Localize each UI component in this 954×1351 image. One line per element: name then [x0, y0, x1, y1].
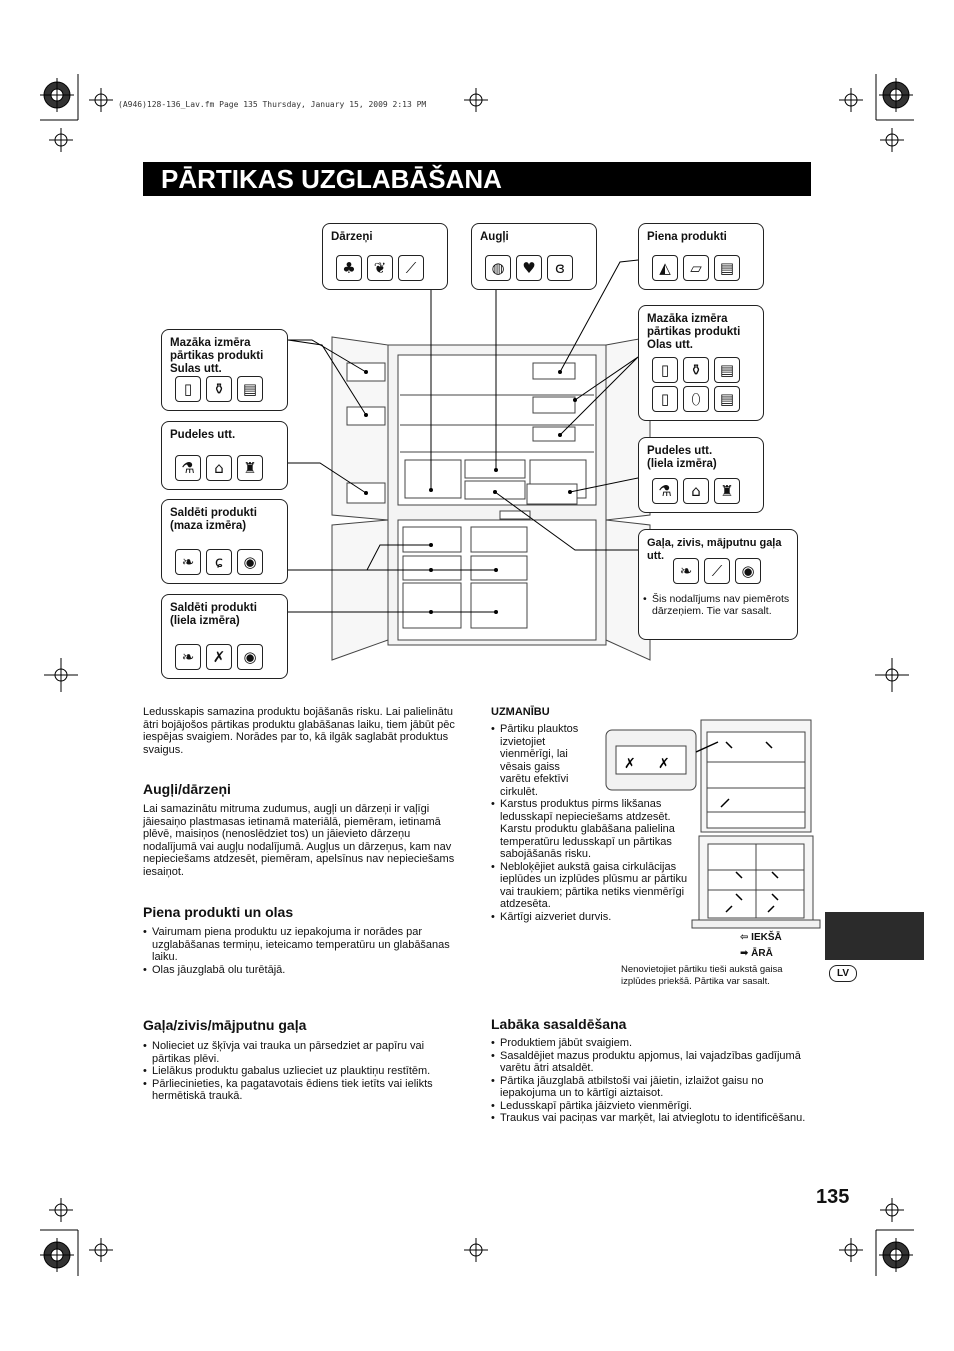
arrow-solid-icon: ➡ [740, 948, 749, 959]
chicken-icon: ❧ [175, 644, 201, 670]
box-pudeles-left: Pudeles utt. ⚗⌂♜ [161, 421, 288, 490]
chicken-icon: ❧ [175, 549, 201, 575]
labaka-list: Produktiem jābūt svaigiem. Sasaldējiet m… [491, 1037, 811, 1125]
arrow-outline-icon: ⇦ [740, 932, 749, 943]
language-badge: LV [829, 965, 857, 982]
carton-icon: ⌂ [683, 478, 709, 504]
list-item: Karstus produktus pirms likšanas ledussk… [491, 798, 696, 861]
bottle-icon: ⚗ [652, 478, 678, 504]
list-item: Olas jāuzglabā olu turētājā. [143, 964, 463, 977]
strawberry-icon: ♥ [516, 255, 542, 281]
box-pudeles-right: Pudeles utt. (liela izmēra) ⚗⌂♜ [638, 437, 764, 513]
legend-in: ⇦ IEKŠĀ [740, 930, 782, 946]
box-gala: Gaļa, zivis, mājputnu gaļa utt. ❧⟋◉ Šis … [638, 529, 798, 640]
box-saldeti-liela-label: Saldēti produkti (liela izmēra) [170, 602, 257, 627]
fish-icon: ◉ [237, 644, 263, 670]
orange-icon: ◍ [485, 255, 511, 281]
box-augli-label: Augļi [480, 231, 509, 243]
list-item: Kārtīgi aizveriet durvis. [491, 911, 696, 924]
fridge-diagram [287, 259, 651, 661]
uzmanibu-list: Pārtiku plauktos izvietojiet vienmērīgi,… [491, 723, 696, 923]
box-augli: Augļi ◍♥ɞ [471, 223, 597, 290]
box-saldeti-liela: Saldēti produkti (liela izmēra) ❧✗◉ [161, 594, 288, 679]
labaka-heading: Labāka sasaldēšana [491, 1016, 627, 1032]
box-maza-left: Mazāka izmēra pārtikas produkti Sulas ut… [161, 329, 288, 411]
box-darzeni: Dārzeņi ♣❦⟋ [322, 223, 448, 290]
bottle-icon: ⚗ [175, 455, 201, 481]
legend-out: ➡ ĀRĀ [740, 946, 782, 962]
list-item: Sasaldējiet mazus produktu apjomus, lai … [491, 1050, 811, 1075]
box-maza-right-label: Mazāka izmēra pārtikas produkti Olas utt… [647, 313, 741, 351]
airflow-caption: Nenovietojiet pārtiku tieši aukstā gaisa… [621, 964, 783, 987]
list-item: Nolieciet uz šķīvja vai trauka un pārsed… [143, 1040, 463, 1065]
box-saldeti-maza: Saldēti produkti (maza izmēra) ❧ɕ◉ [161, 499, 288, 584]
list-item: Pārtika jāuzglabā atbilstoši vai jāietin… [491, 1075, 811, 1100]
box-saldeti-maza-label: Saldēti produkti (maza izmēra) [170, 507, 257, 532]
list-item: Pārtiku plauktos izvietojiet vienmērīgi,… [491, 723, 588, 798]
gala-note-item: Šis nodalījums nav piemērots dārzeņiem. … [643, 593, 793, 617]
list-item: Ledusskapī pārtika jāizvieto vienmērīgi. [491, 1100, 811, 1113]
wine-bottle-icon: ♜ [714, 478, 740, 504]
augli-text: Lai samazinātu mitruma zudumus, augļi un… [143, 803, 455, 878]
broccoli-icon: ♣ [336, 255, 362, 281]
carton-icon: ⌂ [206, 455, 232, 481]
chicken-icon: ❧ [673, 558, 699, 584]
pepper-icon: ❦ [367, 255, 393, 281]
piena-heading: Piena produkti un olas [143, 904, 294, 920]
list-item: Lielākus produktu gabalus uzlieciet uz p… [143, 1065, 463, 1078]
uzmanibu-heading: UZMANĪBU [491, 706, 550, 718]
file-header: (A946)128-136_Lav.fm Page 135 Thursday, … [118, 100, 427, 109]
box-pudeles-left-label: Pudeles utt. [170, 429, 236, 441]
shrimp-icon: ɕ [206, 549, 232, 575]
box-gala-label: Gaļa, zivis, mājputnu gaļa utt. [647, 537, 782, 562]
juice-icon: ▤ [237, 376, 263, 402]
augli-heading: Augļi/dārzeņi [143, 781, 231, 797]
list-item: Pārliecinieties, ka pagatavotais ēdiens … [143, 1078, 463, 1103]
butter-icon: ▱ [683, 255, 709, 281]
meat-icon: ⟋ [704, 558, 730, 584]
legend-in-label: IEKŠĀ [751, 932, 782, 943]
box-piena: Piena produkti ◭▱▤ [638, 223, 764, 290]
box-piena-label: Piena produkti [647, 231, 727, 243]
svg-text:✗: ✗ [658, 756, 670, 772]
can-icon: ▯ [652, 386, 678, 412]
piena-list: Vairumam piena produktu uz iepakojuma ir… [143, 926, 463, 976]
fish-icon: ◉ [237, 549, 263, 575]
box-maza-left-label: Mazāka izmēra pārtikas produkti Sulas ut… [170, 337, 264, 375]
cherry-icon: ɞ [547, 255, 573, 281]
box-darzeni-label: Dārzeņi [331, 231, 373, 243]
box-maza-right: Mazāka izmēra pārtikas produkti Olas utt… [638, 305, 764, 421]
cheese-icon: ◭ [652, 255, 678, 281]
list-item: Nebloķējiet aukstā gaisa cirkulācijas ie… [491, 861, 696, 911]
lobster-icon: ✗ [206, 644, 232, 670]
gala-list: Nolieciet uz šķīvja vai trauka un pārsed… [143, 1040, 463, 1103]
juice-icon: ▤ [714, 386, 740, 412]
legend-out-label: ĀRĀ [751, 948, 773, 959]
svg-text:✗: ✗ [624, 756, 636, 772]
list-item: Traukus vai paciņas var marķēt, lai atvi… [491, 1112, 811, 1125]
list-item: Vairumam piena produktu uz iepakojuma ir… [143, 926, 463, 964]
side-tab [825, 912, 924, 960]
airflow-legend: ⇦ IEKŠĀ ➡ ĀRĀ [740, 930, 782, 962]
carrot-icon: ⟋ [398, 255, 424, 281]
page-number: 135 [816, 1186, 850, 1208]
page-title: PĀRTIKAS UZGLABĀŠANA [143, 162, 811, 196]
box-gala-note: Šis nodalījums nav piemērots dārzeņiem. … [643, 593, 793, 617]
box-pudeles-right-label: Pudeles utt. (liela izmēra) [647, 445, 717, 470]
fish-icon: ◉ [735, 558, 761, 584]
gala-heading: Gaļa/zivis/mājputnu gaļa [143, 1017, 307, 1033]
juice-icon: ▤ [714, 357, 740, 383]
list-item: Produktiem jābūt svaigiem. [491, 1037, 811, 1050]
cream-icon: ▤ [714, 255, 740, 281]
can-icon: ▯ [652, 357, 678, 383]
can-icon: ▯ [175, 376, 201, 402]
jar-icon: ⚱ [683, 357, 709, 383]
intro-text: Ledusskapis samazina produktu bojāšanās … [143, 706, 455, 756]
egg-icon: ⬯ [683, 386, 709, 412]
jar-icon: ⚱ [206, 376, 232, 402]
wine-bottle-icon: ♜ [237, 455, 263, 481]
airflow-diagram: ✗✗ [605, 719, 821, 929]
